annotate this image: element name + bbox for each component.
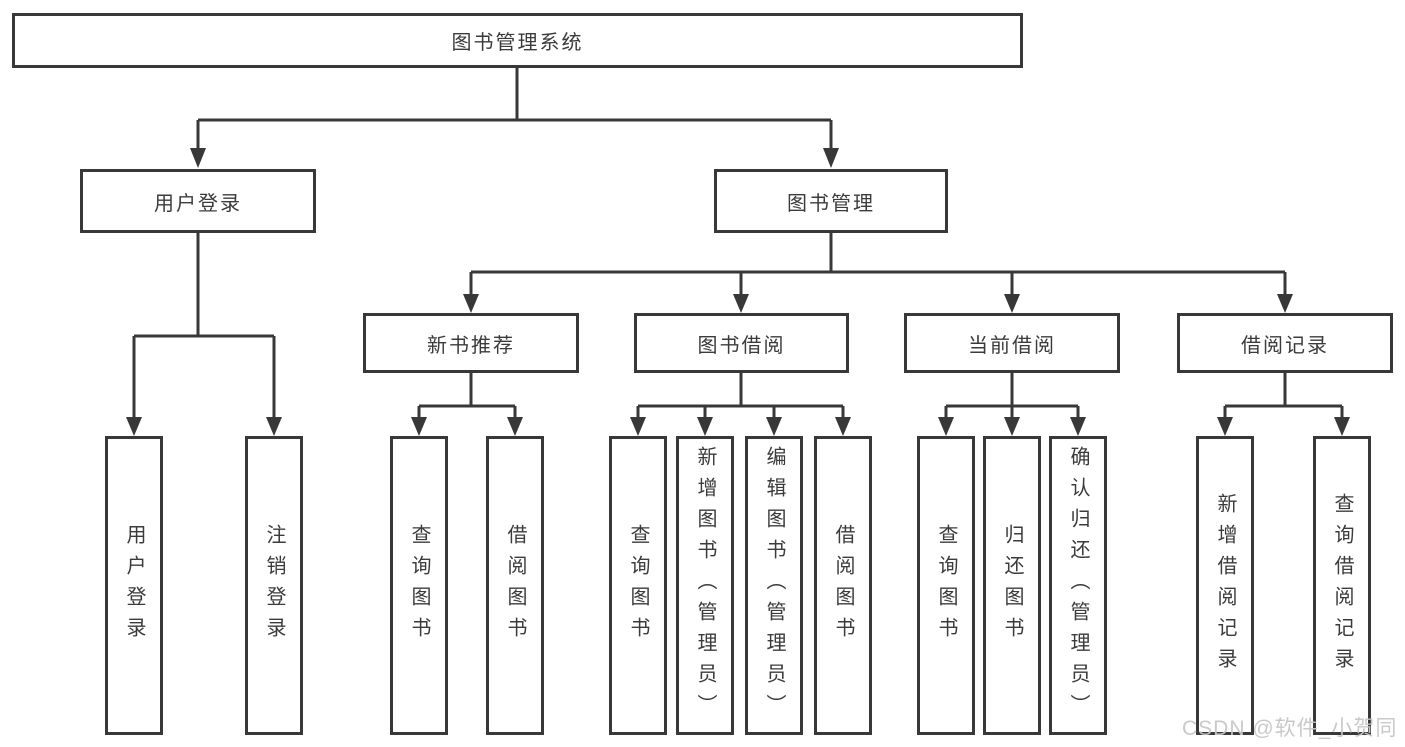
leaf-return-book: 归还图书 [983, 436, 1041, 735]
node-book-management: 图书管理 [714, 169, 948, 233]
leaf-query-borrow-record: 查询借阅记录 [1313, 436, 1371, 735]
leaf-add-book-admin: 新增图书（管理员） [676, 436, 734, 735]
leaf-confirm-return-admin: 确认归还（管理员） [1049, 436, 1107, 735]
leaf-add-borrow-record: 新增借阅记录 [1196, 436, 1254, 735]
leaf-query-books-current: 查询图书 [917, 436, 975, 735]
node-book-borrow: 图书借阅 [634, 313, 849, 373]
node-borrow-records: 借阅记录 [1177, 313, 1393, 373]
leaf-logout: 注销登录 [245, 436, 303, 735]
leaf-user-login: 用户登录 [105, 436, 163, 735]
leaf-edit-book-admin: 编辑图书（管理员） [745, 436, 803, 735]
node-user-login: 用户登录 [80, 169, 316, 233]
node-current-borrow: 当前借阅 [904, 313, 1120, 373]
leaf-query-books-borrow: 查询图书 [609, 436, 667, 735]
node-new-book-recommend: 新书推荐 [363, 313, 579, 373]
node-library-system: 图书管理系统 [12, 13, 1023, 68]
leaf-borrow-books-recommend: 借阅图书 [486, 436, 544, 735]
leaf-query-books-recommend: 查询图书 [390, 436, 448, 735]
leaf-borrow-books: 借阅图书 [814, 436, 872, 735]
csdn-watermark: CSDN @软件_小贺同学 [1182, 717, 1398, 740]
